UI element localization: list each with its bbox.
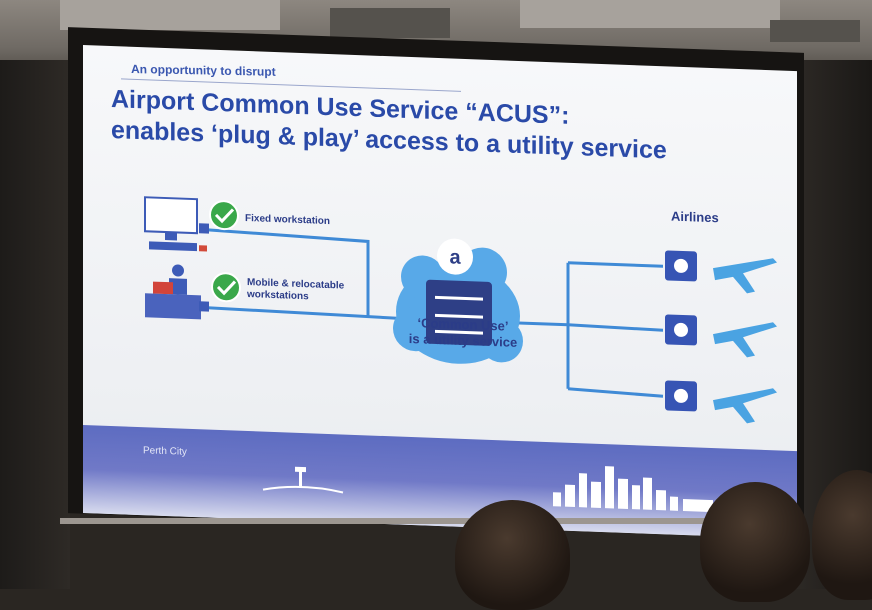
airplane-icon [713,388,777,424]
common-use-label-line-2: is a utility service [408,330,518,350]
cloud-logo-text: a [449,246,461,268]
mobile-connector [200,305,414,321]
common-use-label: ‘Common Use’ is a utility service [383,314,543,351]
audience-head [700,482,810,602]
presentation-slide: An opportunity to disrupt Airport Common… [83,45,797,540]
audience-head [455,500,570,610]
airline-group-1 [665,250,777,294]
connector-lines [200,227,664,398]
ceiling-panel [520,0,780,28]
person-desk-icon [145,264,209,320]
check-badge-icon [209,200,239,231]
skyline-graphic [262,466,713,513]
left-wall [0,60,70,589]
fixed-connector [200,227,370,318]
mobile-workstation-label: Mobile & relocatable workstations [247,277,344,304]
ceiling-panel [60,0,280,30]
airline-line-1 [568,261,663,268]
airline-line-2 [567,323,664,332]
ceiling-vent [330,8,450,38]
airlines-label: Airlines [671,208,719,226]
ceiling-vent [770,20,860,42]
cloud-server-icon [393,238,523,364]
audience-head [812,470,872,600]
city-skyline-footer: Perth City [83,425,797,540]
airplane-icon [713,258,777,294]
airplane-icon [713,322,777,358]
airline-group-3 [665,380,777,424]
plug-icon [199,223,209,234]
mobile-workstation-label-line-2: workstations [247,288,309,302]
stage-rail [60,518,800,524]
airline-group-2 [665,314,777,358]
architecture-diagram: a [144,196,777,424]
monitor-icon [144,196,207,252]
airline-line-3 [567,387,664,398]
check-badge-icon [211,272,241,303]
